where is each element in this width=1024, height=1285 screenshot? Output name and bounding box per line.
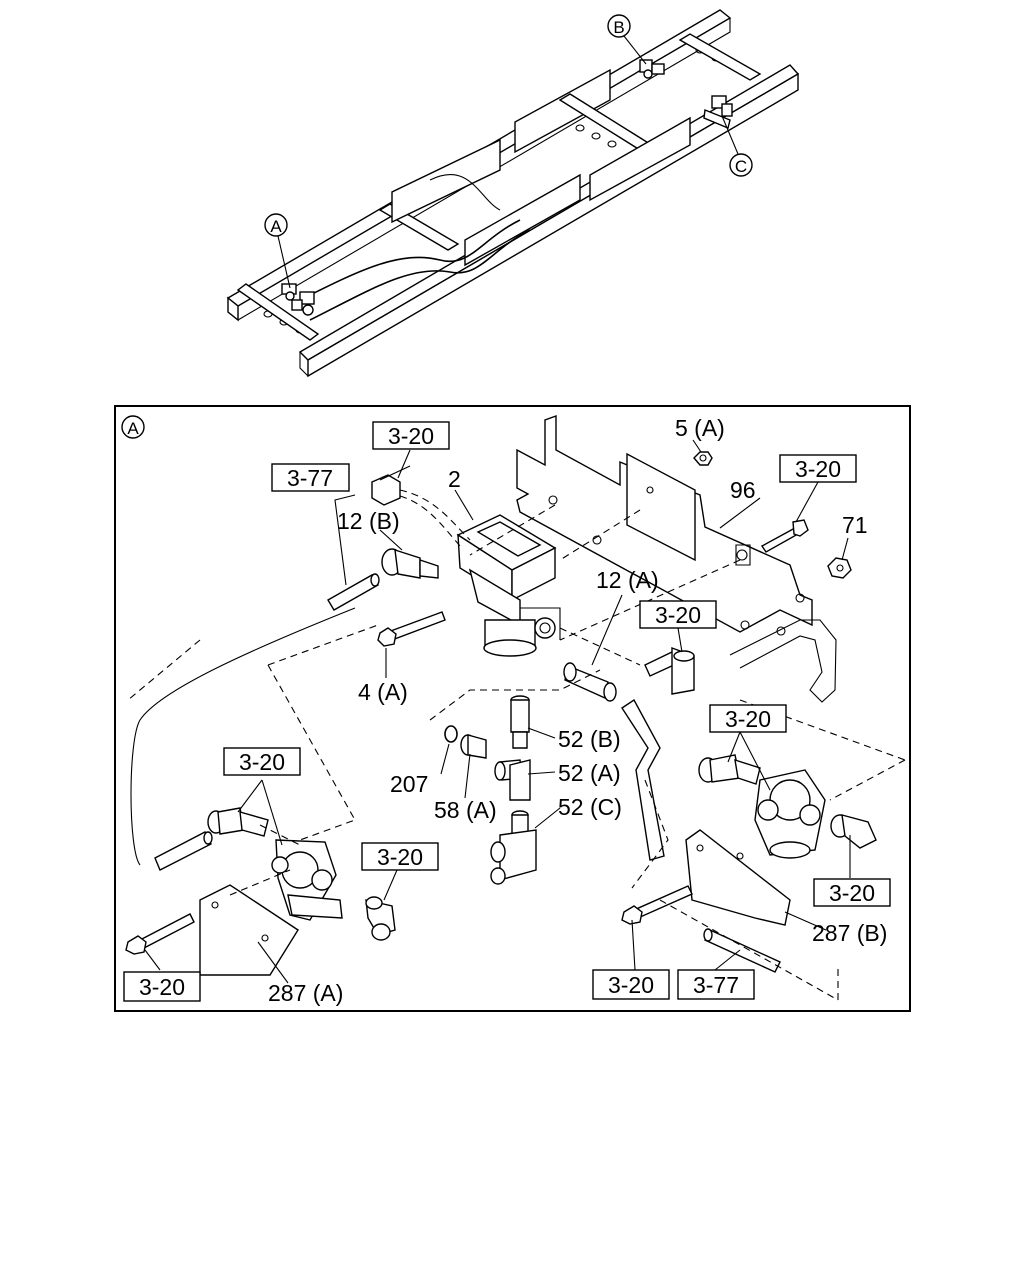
callout-a-letter: A [270, 217, 282, 236]
ref-text-11: 3-77 [693, 972, 739, 998]
bolt-right-long [621, 885, 693, 925]
callout-b-overview: B [607, 14, 631, 38]
fitting-12a [563, 662, 617, 702]
elbow-fitting-left-lower [365, 896, 396, 941]
ref-text-1: 3-20 [388, 423, 434, 449]
label-part-58a: 58 (A) [434, 797, 497, 823]
callout-c-overview: C [729, 153, 753, 177]
bolt-bracket-right [760, 519, 809, 553]
ref-box-9: 3-20 [123, 971, 201, 1002]
label-part-4a: 4 (A) [358, 679, 408, 705]
callout-c-letter: C [735, 157, 747, 176]
ref-text-9: 3-20 [139, 974, 185, 1000]
chassis-frame-overview [226, 9, 800, 378]
routing-lines [127, 504, 906, 1001]
ref-box-5: 3-20 [709, 704, 787, 733]
callout-a-overview: A [264, 213, 288, 237]
detail-view-letter: A [127, 419, 139, 438]
leader-lines [144, 439, 851, 984]
valve-left-assembly [199, 839, 343, 976]
ref-box-10: 3-20 [592, 969, 670, 1000]
label-part-12a: 12 (A) [596, 567, 659, 593]
label-part-71: 71 [842, 512, 868, 538]
ref-text-4: 3-20 [655, 602, 701, 628]
ref-box-4: 3-20 [639, 600, 717, 629]
hose-middle [621, 698, 665, 861]
bolt-left-long [125, 913, 195, 955]
valve-right-assembly [685, 769, 826, 926]
detail-view-label: A [121, 415, 145, 439]
label-part-287b: 287 (B) [812, 920, 887, 946]
elbow-fitting-upper [644, 647, 695, 695]
ref-text-2: 3-77 [287, 465, 333, 491]
ref-box-2: 3-77 [271, 463, 350, 492]
label-part-96: 96 [730, 477, 756, 503]
label-part-5a: 5 (A) [675, 415, 725, 441]
hose-3-77-left [327, 573, 380, 611]
label-part-2: 2 [448, 466, 461, 492]
ref-text-10: 3-20 [608, 972, 654, 998]
label-part-12b: 12 (B) [337, 508, 400, 534]
hose-left-lower [154, 831, 213, 871]
ref-box-3: 3-20 [779, 454, 857, 483]
ring-207 [444, 725, 458, 743]
callout-b-letter: B [613, 18, 624, 37]
ref-box-6: 3-20 [223, 747, 301, 776]
nut-5a [693, 451, 713, 466]
elbow-fitting-right-upper [698, 754, 761, 785]
label-part-52a: 52 (A) [558, 760, 621, 786]
part-labels: 2 5 (A) 96 71 12 (B) 12 (A) 4 (A) 52 (B)… [268, 415, 887, 1006]
relay-valve-2 [456, 514, 561, 657]
fitting-52b [510, 695, 530, 749]
label-part-52c: 52 (C) [558, 794, 622, 820]
fitting-52a [494, 759, 531, 801]
ref-text-8: 3-20 [829, 880, 875, 906]
plug-58a [460, 734, 487, 759]
elbow-fitting-left-upper [207, 807, 269, 837]
label-part-52b: 52 (B) [558, 726, 621, 752]
ref-text-5: 3-20 [725, 706, 771, 732]
wire-connector [371, 474, 471, 549]
ref-box-11: 3-77 [677, 969, 755, 1000]
elbow-fitting-12b [381, 548, 439, 579]
ref-box-8: 3-20 [813, 878, 891, 907]
hose-3-77-right [703, 928, 781, 973]
ref-text-6: 3-20 [239, 749, 285, 775]
label-part-287a: 287 (A) [268, 980, 343, 1006]
ref-box-7: 3-20 [361, 842, 439, 871]
detail-view-frame [114, 405, 911, 1012]
bolt-4a [377, 611, 446, 647]
fitting-52c [490, 810, 537, 885]
mounting-bracket-96 [516, 415, 837, 703]
nut-71 [827, 557, 852, 579]
ref-text-3: 3-20 [795, 456, 841, 482]
ref-box-1: 3-20 [372, 421, 450, 450]
ref-text-7: 3-20 [377, 844, 423, 870]
label-part-207: 207 [390, 771, 428, 797]
elbow-fitting-right-side [830, 814, 877, 849]
